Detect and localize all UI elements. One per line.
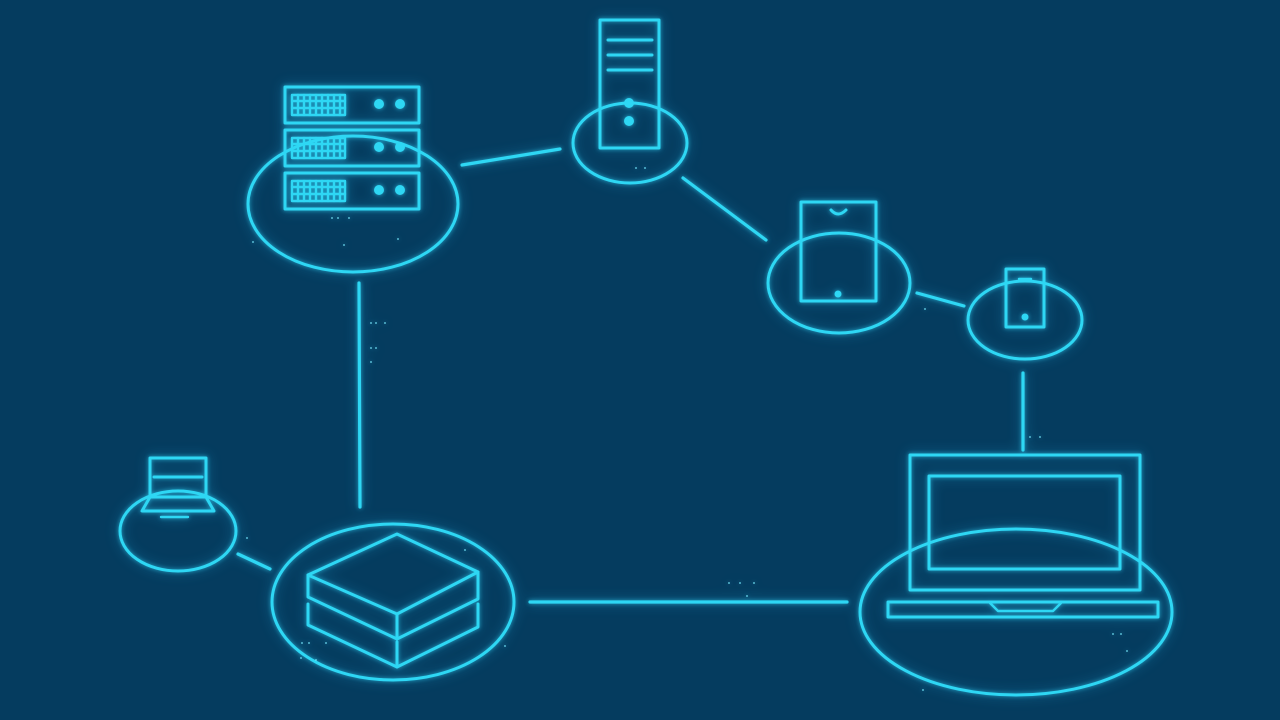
- laptop-large-ring: [858, 527, 1174, 697]
- connection-tablet-to-phone: [915, 291, 966, 308]
- connection-storage-stack-to-rack-server: [357, 281, 362, 509]
- laptop-small-ring: [118, 489, 238, 573]
- tower-server-icon: [598, 18, 661, 150]
- connection-rack-server-to-tower-server: [460, 147, 562, 167]
- rack-server-node: [246, 85, 460, 274]
- laptop-icon: [886, 453, 1160, 619]
- laptop-small-node: [118, 456, 238, 573]
- storage-stack-ring: [270, 522, 516, 682]
- tower-server-ring: [571, 101, 689, 185]
- rack-server-ring: [246, 134, 460, 274]
- phone-ring: [966, 279, 1084, 361]
- tablet-icon: [799, 200, 878, 303]
- storage-stack-node: [270, 522, 516, 682]
- tablet-node: [766, 200, 912, 335]
- connection-tower-server-to-tablet: [681, 176, 768, 242]
- rack-server-icon: [283, 85, 421, 211]
- storage-stack-icon: [306, 532, 480, 669]
- diagram-lines: [118, 18, 1174, 697]
- phone-icon: [1004, 267, 1046, 329]
- laptop-large-node: [858, 453, 1174, 697]
- phone-node: [966, 267, 1084, 361]
- connection-storage-stack-to-laptop-small: [236, 552, 272, 571]
- tablet-ring: [766, 231, 912, 335]
- decorative-noise: [246, 167, 1128, 691]
- tower-server-node: [571, 18, 689, 185]
- laptop-icon: [140, 456, 216, 519]
